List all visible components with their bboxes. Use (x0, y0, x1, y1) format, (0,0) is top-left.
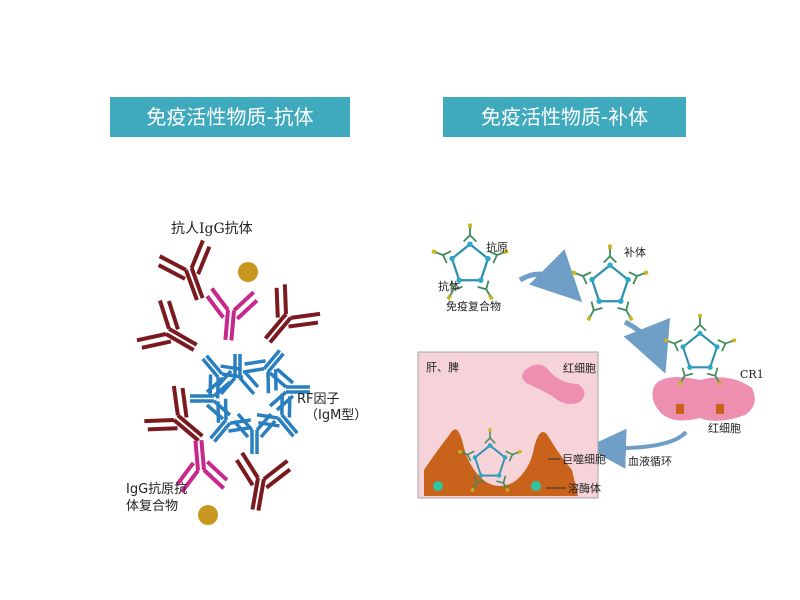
anti-igg-antibody (245, 279, 326, 360)
flow-arrow (623, 317, 671, 374)
label-rbc-top: 红细胞 (563, 362, 596, 375)
lysosome (531, 481, 541, 491)
flow-arrow (586, 428, 688, 469)
antigen-dot (198, 505, 218, 525)
anti-igg-antibody (153, 237, 228, 311)
label-antigen: 抗原 (486, 240, 508, 254)
title-right: 免疫活性物质-补体 (443, 97, 686, 137)
label-complex-line1: IgG抗原抗 (126, 482, 187, 497)
anti-igg-antibody (226, 450, 294, 517)
rf-igm-pentamer (187, 337, 313, 456)
left-antibody-diagram: 抗人IgG抗体 RF因子 （IgM型） IgG抗原抗 体复合物 (126, 221, 367, 525)
red-blood-cell (652, 376, 755, 421)
right-complement-diagram: 抗原 抗体 免疫复合物 补体 CR1 红细胞 血液循环 肝、脾 红细胞 巨噬细胞 (417, 224, 764, 499)
label-macrophage: 巨噬细胞 (562, 452, 606, 466)
igg-antibody (201, 286, 260, 345)
label-anti-human-igg: 抗人IgG抗体 (171, 221, 253, 237)
panel-red-blood-cell (522, 364, 585, 404)
label-immune-complex: 免疫复合物 (446, 299, 501, 313)
cr1-receptor (716, 404, 724, 414)
macrophage (424, 429, 578, 496)
label-complex-line2: 体复合物 (126, 499, 178, 514)
label-liver-spleen: 肝、脾 (426, 360, 459, 374)
title-left: 免疫活性物质-抗体 (110, 97, 350, 137)
label-antibody: 抗体 (438, 279, 460, 293)
label-complement: 补体 (624, 245, 646, 259)
label-circulation: 血液循环 (628, 454, 672, 468)
antigen-dot (238, 262, 258, 282)
label-rbc-right: 红细胞 (708, 422, 741, 435)
lysosome (433, 481, 443, 491)
flow-arrow (518, 249, 583, 303)
label-rf-line2: （IgM型） (305, 408, 367, 423)
label-lysosome: 溶酶体 (568, 481, 601, 495)
cr1-receptor (676, 404, 684, 414)
label-rf-line1: RF因子 (297, 392, 340, 407)
label-cr1: CR1 (740, 368, 764, 381)
anti-igg-antibody (132, 295, 211, 373)
